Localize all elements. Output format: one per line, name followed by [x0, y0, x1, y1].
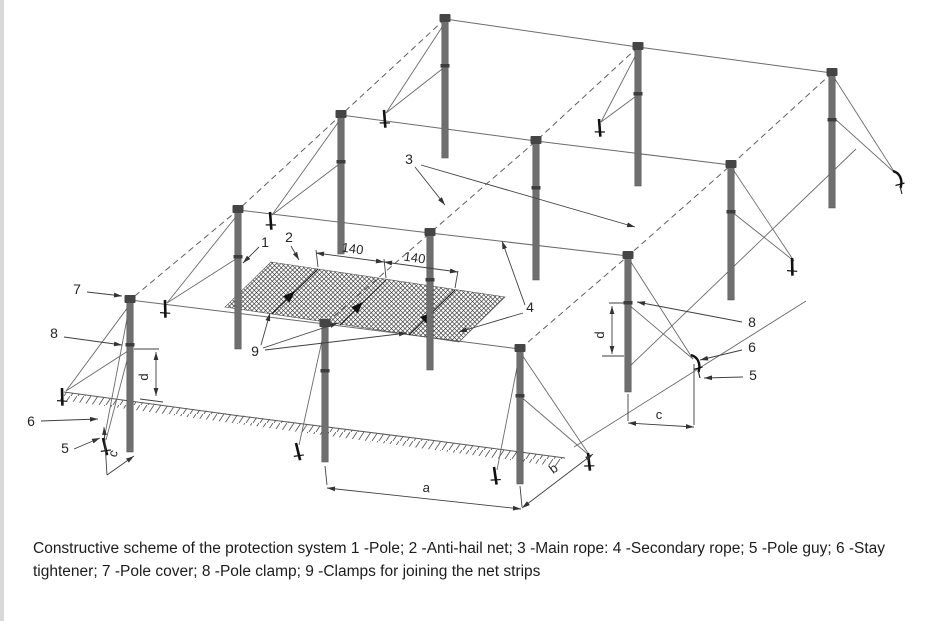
label-pole-guy-5-left: 5 — [61, 440, 69, 456]
dim-d-right: d — [592, 331, 607, 338]
pole — [232, 205, 244, 350]
label-leaders — [40, 164, 744, 450]
label-pole-1: 1 — [261, 234, 269, 250]
label-net-clamps-9: 9 — [251, 343, 259, 359]
label-pole-clamp-8-left: 8 — [50, 325, 58, 341]
pole — [439, 14, 451, 159]
pole — [622, 251, 634, 393]
label-main-rope-3: 3 — [405, 151, 413, 167]
label-stay-tightener-6-right: 6 — [748, 339, 756, 355]
dim-140-right: 140 — [403, 249, 427, 267]
label-secondary-rope-4: 4 — [526, 299, 534, 315]
ground-hatch — [60, 391, 566, 467]
pole — [424, 228, 436, 371]
label-pole-clamp-8-right: 8 — [748, 314, 756, 330]
pole-guys — [65, 20, 896, 471]
protection-system-diagram: 140 140 a b c c d d 1 2 3 — [27, 14, 906, 511]
pole — [319, 319, 331, 463]
page-left-border — [0, 0, 4, 621]
label-net-2: 2 — [285, 229, 293, 245]
pole — [632, 42, 644, 187]
label-pole-cover-7: 7 — [73, 281, 81, 297]
label-pole-guy-5-right: 5 — [749, 367, 757, 383]
poles — [124, 14, 838, 485]
dim-c-right: c — [656, 407, 663, 422]
pole — [335, 110, 347, 255]
diagram-area: 140 140 a b c c d d 1 2 3 — [27, 14, 906, 511]
dim-d-left: d — [136, 373, 151, 380]
pole — [826, 68, 838, 209]
dim-140-left: 140 — [341, 240, 365, 258]
main-ropes — [129, 18, 833, 350]
pole — [514, 344, 526, 485]
dimensions — [102, 249, 695, 511]
pole — [725, 160, 737, 301]
pole — [530, 136, 542, 281]
dim-c-left: c — [105, 447, 121, 459]
label-stay-tightener-6-left: 6 — [27, 413, 35, 429]
anti-hail-net — [224, 261, 506, 343]
dim-a: a — [422, 480, 432, 496]
pole — [124, 295, 136, 453]
figure-caption: Constructive scheme of the protection sy… — [33, 540, 886, 580]
